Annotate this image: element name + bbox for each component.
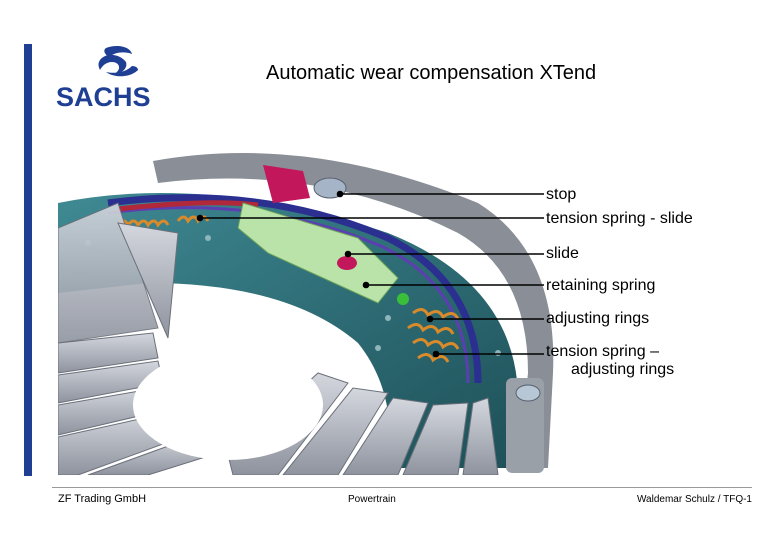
callout-tension-spring-adjusting-rings: tension spring – adjusting rings	[546, 343, 674, 379]
callout-tension-spring-slide: tension spring - slide	[546, 210, 693, 227]
footer-division: Powertrain	[348, 494, 396, 505]
callout-line-2: adjusting rings	[571, 361, 675, 378]
brand-wordmark: SACHS	[56, 82, 151, 112]
sachs-logo	[98, 46, 138, 77]
callout-adjusting-rings: adjusting rings	[546, 310, 650, 327]
callout-retaining-spring: retaining spring	[546, 277, 656, 294]
clutch-cutaway-illustration	[58, 153, 554, 475]
footer-company: ZF Trading GmbH	[58, 493, 147, 505]
footer-divider	[52, 487, 752, 488]
footer-author: Waldemar Schulz / TFQ-1	[636, 494, 752, 505]
accent-bar	[24, 44, 32, 476]
callout-slide: slide	[546, 245, 579, 262]
callout-stop: stop	[546, 186, 577, 203]
slide-title: Automatic wear compensation XTend	[266, 62, 597, 84]
callout-line-1: tension spring –	[546, 343, 659, 360]
